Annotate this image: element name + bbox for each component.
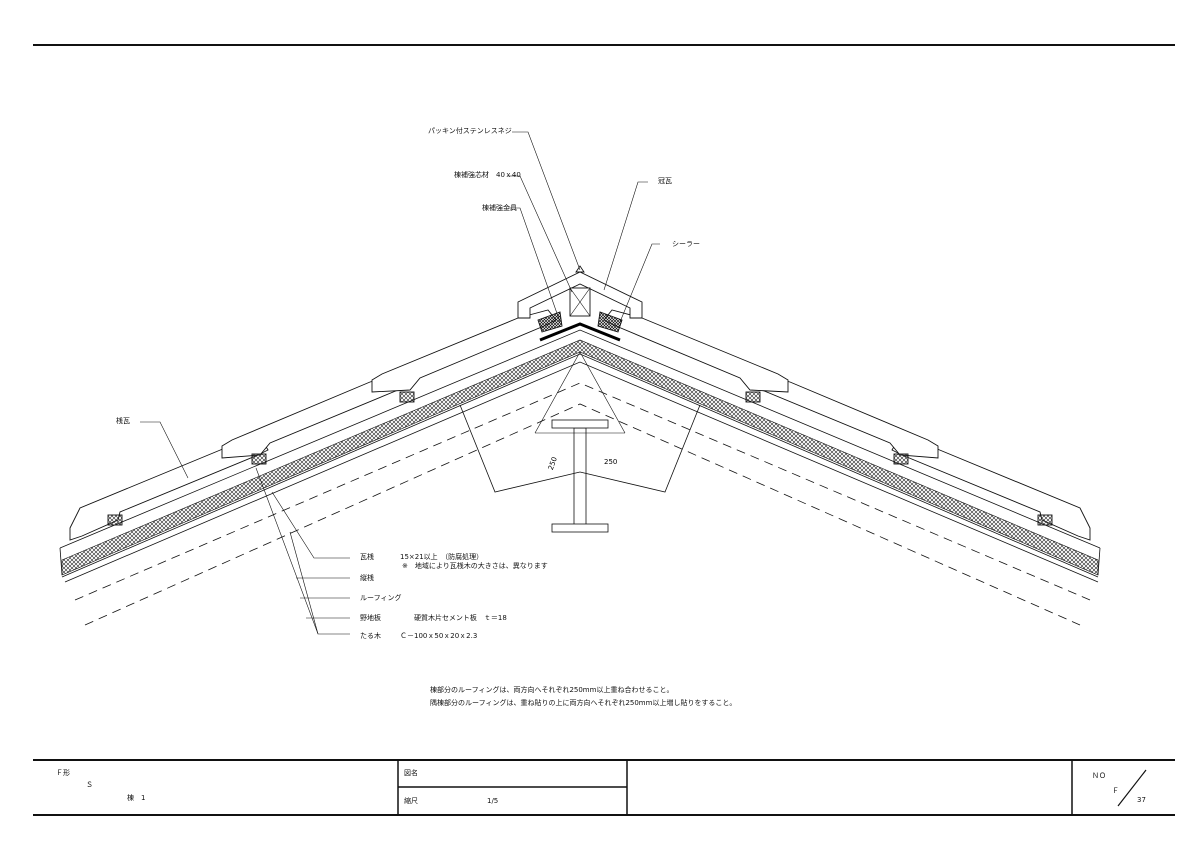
- rafter-detail: [459, 351, 701, 533]
- layer-batten-spec: 15×21以上 （防腐処理）: [400, 553, 484, 561]
- crown-tile: [517, 271, 643, 319]
- title-cell-line1: Ｆ形: [56, 769, 70, 777]
- dimension-line-left: [459, 404, 581, 493]
- layer-batten-name: 瓦桟: [360, 553, 374, 561]
- callout-crown-tile: 冠瓦: [658, 177, 672, 185]
- sheet-number: 37: [1137, 796, 1146, 804]
- batten-block: [893, 453, 909, 465]
- layer-counter-batten: 縦桟: [360, 574, 374, 582]
- layer-sheathing-spec: 硬質木片セメント板 ｔ＝18: [414, 614, 507, 622]
- batten-block: [107, 514, 123, 526]
- rafter-dashed-upper: [74, 382, 1091, 601]
- ridge-reinforcement-metal: [539, 322, 621, 342]
- title-block: [33, 759, 1175, 816]
- title-cell-line3: 棟 1: [127, 794, 146, 802]
- sheathing-top-line: [61, 353, 1099, 578]
- note-ridge-roofing: 棟部分のルーフィングは、両方向へそれぞれ250mm以上重ね合わせること。: [430, 686, 674, 694]
- rafter-dashed-lower: [84, 403, 1081, 626]
- note-hip-roofing: 隅棟部分のルーフィングは、重ね貼りの上に両方向へそれぞれ250mm以上増し貼りを…: [430, 699, 737, 707]
- c-channel-rafter: [573, 427, 587, 529]
- callout-flat-tile: 桟瓦: [116, 417, 130, 425]
- batten-block: [745, 391, 761, 403]
- dimension-left-value: 250: [547, 456, 559, 471]
- ridge-assembly: [517, 265, 643, 342]
- layer-sheathing-name: 野地板: [360, 614, 381, 622]
- batten-block: [399, 391, 415, 403]
- no-label: ＮＯ: [1092, 772, 1106, 780]
- scale-value: 1/5: [487, 797, 499, 805]
- sealer-right: [597, 311, 623, 333]
- f-label: Ｆ: [1112, 787, 1119, 795]
- scale-label: 縮尺: [404, 797, 418, 805]
- flat-tiles-right: [603, 309, 1091, 541]
- layer-roofing: ルーフィング: [360, 594, 402, 602]
- flat-tiles-left: [69, 309, 557, 541]
- tile-underside-line: [59, 329, 1101, 549]
- no-slash: [1117, 769, 1147, 807]
- roof-section: [59, 329, 1101, 626]
- callout-reinforce-metal: 棟補強金具: [482, 204, 517, 212]
- batten-block: [1037, 514, 1053, 526]
- title-cell-line2: Ｓ: [86, 781, 93, 789]
- flat-tile: [371, 309, 557, 393]
- screw-head: [575, 265, 585, 273]
- callout-sealer: シーラー: [672, 240, 700, 248]
- flat-tile: [603, 309, 789, 393]
- callout-leaders: [140, 131, 660, 479]
- sealer-left: [537, 311, 563, 333]
- dimension-right-value: 250: [604, 458, 617, 466]
- layer-batten-note: ※ 地域により瓦桟木の大きさは、異なります: [402, 562, 548, 570]
- layer-rafter-name: たる木: [360, 632, 381, 640]
- batten-block: [251, 453, 267, 465]
- sheathing-bottom-line: [64, 361, 1099, 583]
- dimension-line-right: [579, 404, 701, 493]
- drawing-name-label: 図名: [404, 769, 418, 777]
- flat-tile: [69, 439, 269, 541]
- flat-tile: [891, 439, 1091, 541]
- callout-screw: パッキン付ステンレスネジ: [428, 127, 512, 135]
- layer-leaders: [255, 467, 350, 635]
- layer-rafter-spec: Ｃ－100ｘ50ｘ20ｘ2.3: [400, 632, 478, 640]
- callout-core-material: 棟補強芯材 40ｘ40: [454, 171, 521, 179]
